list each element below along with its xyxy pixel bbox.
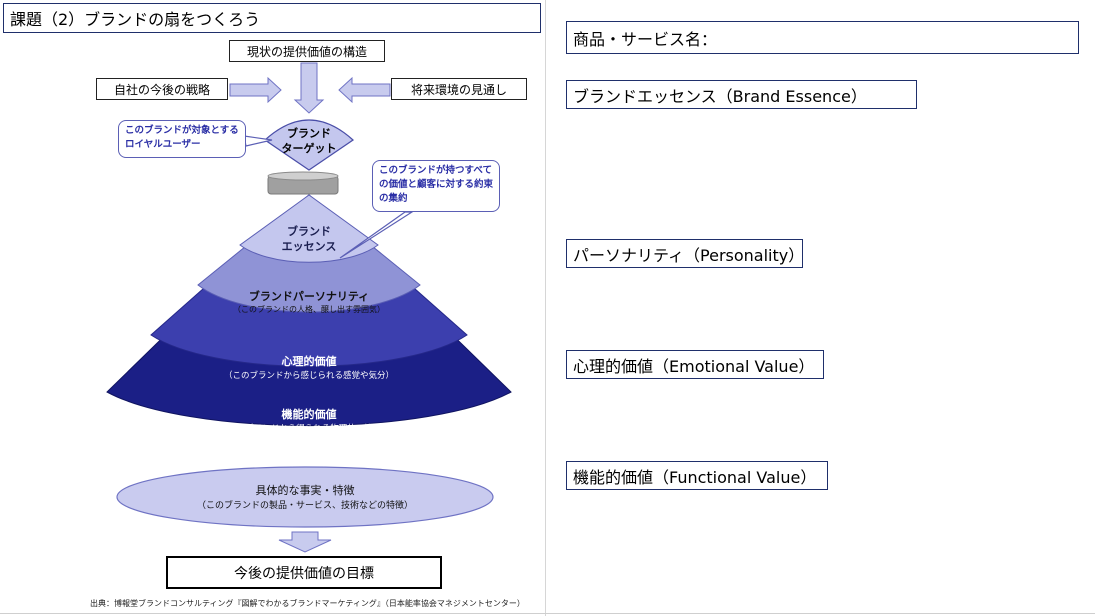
- environment-label: 将来環境の見通し: [410, 82, 507, 97]
- source-citation: 出典：博報堂ブランドコンサルティング『図解でわかるブランドマーケティング』（日本…: [90, 598, 525, 609]
- emotional-subtitle: （このブランドから感じられる感覚や気分）: [223, 371, 394, 381]
- current-structure-label: 現状の提供価値の構造: [246, 44, 367, 59]
- strategy-box: 自社の今後の戦略: [96, 78, 228, 100]
- functional-subtitle: （このブランドから得られる物理的、機能的）: [219, 424, 399, 434]
- personality-title: ブランドパーソナリティ: [248, 290, 370, 303]
- target-callout-text: このブランドが対象とするロイヤルユーザー: [125, 125, 239, 150]
- emotional-title: 心理的価値: [281, 355, 337, 368]
- essence-line1: ブランド: [287, 225, 331, 238]
- page-title-text: 課題（2）ブランドの扇をつくろう: [10, 10, 261, 29]
- goal-box: 今後の提供価値の目標: [166, 556, 442, 589]
- source-text: 出典：博報堂ブランドコンサルティング『図解でわかるブランドマーケティング』（日本…: [90, 599, 525, 608]
- facts-label: 具体的な事実・特徴 （このブランドの製品・サービス、技術などの特徴）: [160, 482, 450, 511]
- personality-box: パーソナリティ（Personality）: [566, 239, 805, 268]
- essence-line2: エッセンス: [281, 240, 337, 253]
- emotional-value-box: 心理的価値（Emotional Value）: [566, 350, 824, 379]
- target-callout: このブランドが対象とするロイヤルユーザー: [118, 120, 246, 158]
- brand-target-label: ブランド ターゲット: [272, 126, 346, 156]
- left-arrow-shape: [338, 76, 391, 104]
- panel-divider: [545, 0, 546, 616]
- functional-value-box: 機能的価値（Functional Value）: [566, 461, 828, 490]
- down-arrow-shape: [293, 62, 325, 114]
- brand-fan-diagram: [106, 62, 512, 553]
- functional-value-label: 機能的価値（Functional Value）: [573, 467, 817, 487]
- page-title: 課題（2）ブランドの扇をつくろう: [3, 3, 541, 33]
- goal-label: 今後の提供価値の目標: [234, 565, 374, 582]
- essence-callout-tail: [339, 211, 415, 259]
- emotional-value-label: 心理的価値（Emotional Value）: [573, 356, 815, 376]
- essence-callout-text: このブランドが持つすべての価値と顧客に対する約束の集約: [379, 165, 494, 204]
- brand-target-line1: ブランド: [287, 127, 331, 140]
- brand-target-line2: ターゲット: [281, 142, 337, 155]
- facts-oval: [116, 466, 494, 528]
- essence-label: ブランド エッセンス: [259, 224, 359, 254]
- bottom-divider: [0, 613, 1095, 614]
- right-arrow-shape: [229, 76, 282, 104]
- current-structure-box: 現状の提供価値の構造: [229, 40, 385, 62]
- personality-label: ブランドパーソナリティ （このブランドの人格、醸し出す雰囲気）: [194, 288, 424, 315]
- functional-title: 機能的価値: [281, 408, 337, 421]
- facts-subtitle: （このブランドの製品・サービス、技術などの特徴）: [196, 501, 413, 511]
- personality-box-label: パーソナリティ（Personality）: [573, 245, 805, 265]
- essence-callout: このブランドが持つすべての価値と顧客に対する約束の集約: [372, 160, 500, 212]
- essence-layer-shape: [239, 194, 379, 263]
- brand-essence-box: ブランドエッセンス（Brand Essence）: [566, 80, 917, 109]
- emotional-label: 心理的価値 （このブランドから感じられる感覚や気分）: [174, 353, 444, 381]
- product-name-label: 商品・サービス名：: [573, 29, 718, 49]
- strategy-label: 自社の今後の戦略: [113, 82, 210, 97]
- bottom-arrow-shape: [278, 531, 332, 553]
- product-name-field[interactable]: 商品・サービス名：: [566, 21, 1079, 54]
- functional-label: 機能的価値 （このブランドから得られる物理的、機能的）: [164, 406, 454, 434]
- environment-box: 将来環境の見通し: [391, 78, 527, 100]
- personality-subtitle: （このブランドの人格、醸し出す雰囲気）: [233, 305, 385, 314]
- brand-target-shape: [264, 119, 354, 171]
- brand-essence-label: ブランドエッセンス（Brand Essence）: [573, 86, 867, 106]
- facts-title: 具体的な事実・特徴: [255, 484, 355, 497]
